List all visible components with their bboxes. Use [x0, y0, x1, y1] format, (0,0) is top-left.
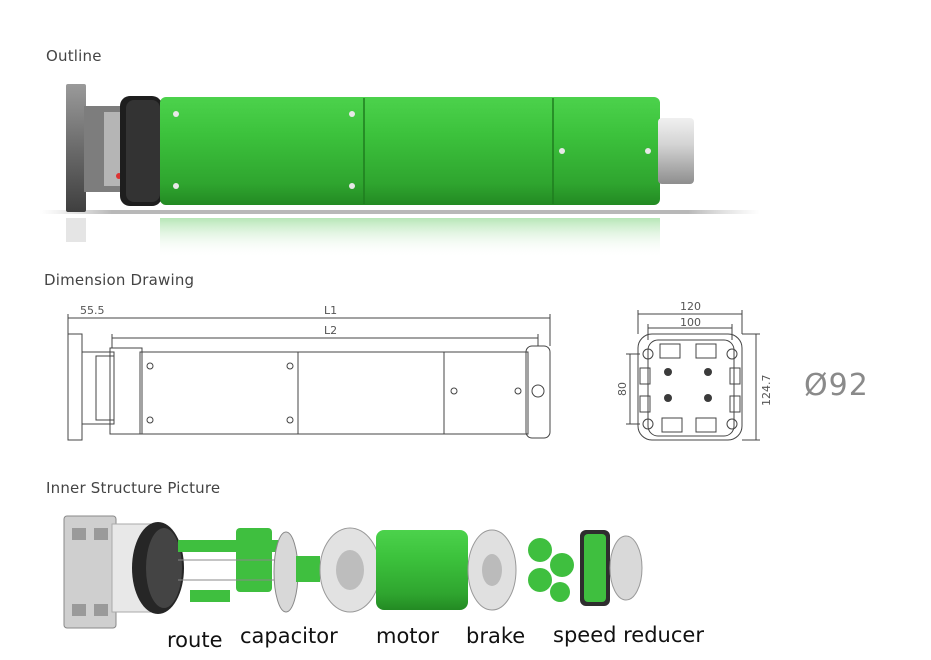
dim-L1: L1 [324, 304, 337, 317]
label-capacitor: capacitor [240, 624, 338, 648]
inner-structure-title: Inner Structure Picture [46, 479, 221, 497]
dim-100: 100 [680, 316, 701, 329]
dimension-side-view [67, 314, 551, 441]
label-brake: brake [466, 624, 526, 648]
label-speed-reducer: speed reducer [553, 623, 704, 647]
dim-80: 80 [616, 382, 629, 396]
inner-structure-image [63, 515, 643, 629]
dim-124-7: 124.7 [760, 375, 773, 407]
dim-120: 120 [680, 300, 701, 313]
dimension-end-view [626, 310, 760, 441]
outline-title: Outline [46, 47, 102, 65]
diameter-label: Ø92 [804, 368, 869, 403]
label-route: route [167, 628, 223, 652]
dim-L2: L2 [324, 324, 337, 337]
label-motor: motor [376, 624, 440, 648]
dim-55-5: 55.5 [80, 304, 105, 317]
dimension-drawing-title: Dimension Drawing [44, 271, 195, 289]
